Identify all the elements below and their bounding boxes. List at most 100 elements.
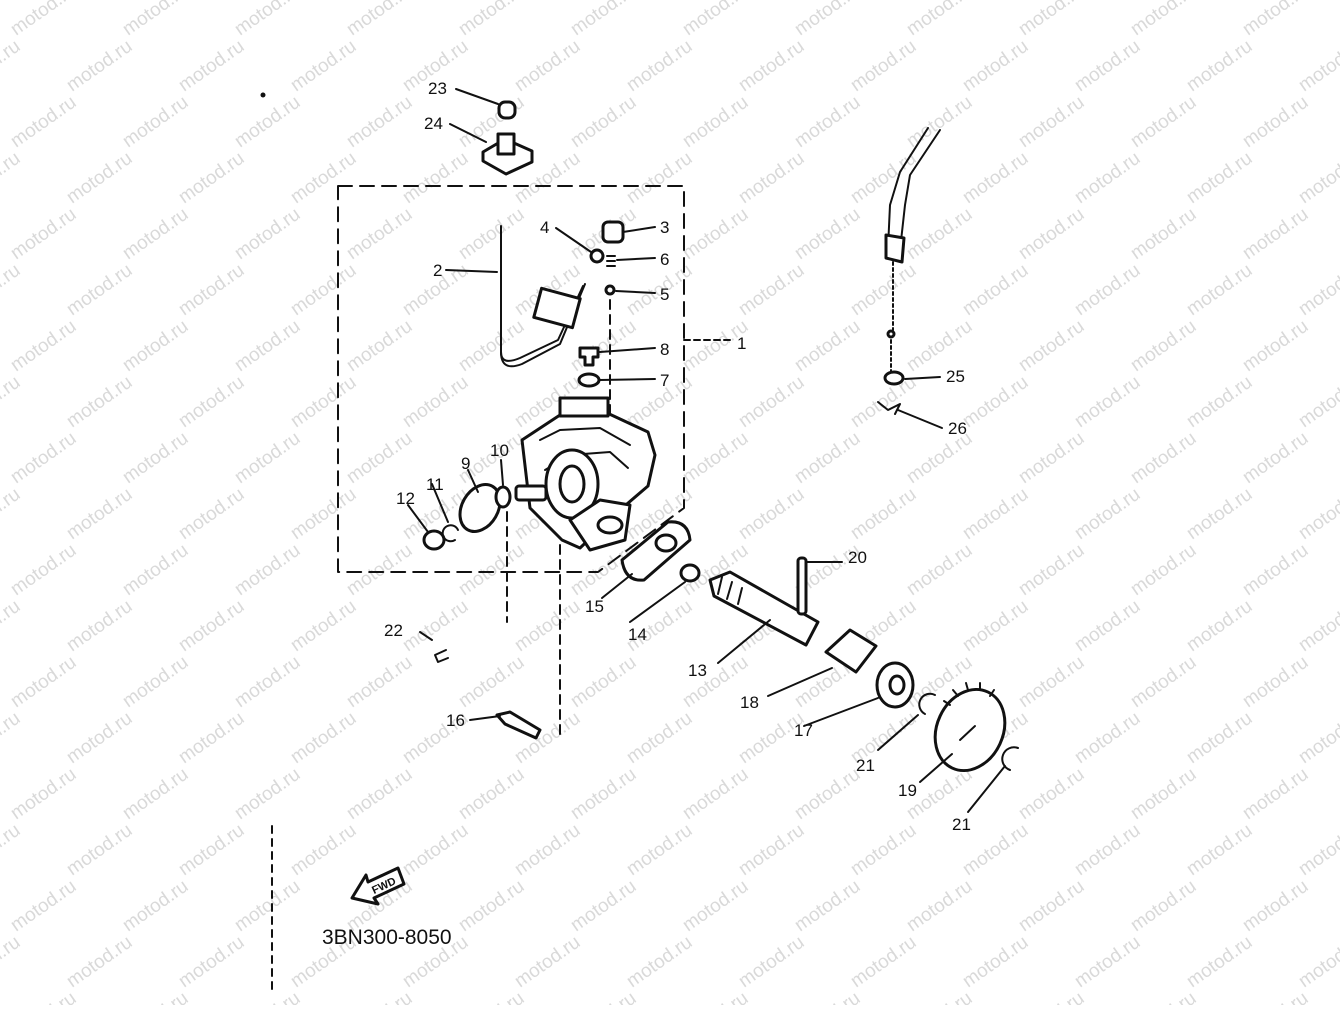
watermark-text: motod.ru: [119, 652, 192, 712]
watermark-text: motod.ru: [343, 540, 416, 600]
watermark-text: motod.ru: [1015, 92, 1088, 152]
watermark-text: motod.ru: [119, 540, 192, 600]
watermark-text: motod.ru: [343, 988, 416, 1005]
watermark-text: motod.ru: [791, 428, 864, 488]
watermark-text: motod.ru: [1127, 764, 1200, 824]
callout-label: 1: [737, 334, 746, 353]
watermark-text: motod.ru: [791, 764, 864, 824]
watermark-text: motod.ru: [231, 540, 304, 600]
watermark-text: motod.ru: [791, 0, 864, 40]
watermark-text: motod.ru: [959, 372, 1032, 432]
watermark-text: motod.ru: [1071, 820, 1144, 880]
watermark-text: motod.ru: [1183, 820, 1256, 880]
watermark-text: motod.ru: [1015, 540, 1088, 600]
watermark-text: motod.ru: [231, 0, 304, 40]
watermark-text: motod.ru: [63, 36, 136, 96]
watermark-text: motod.ru: [1127, 876, 1200, 936]
callout-label: 2: [433, 261, 442, 280]
watermark-text: motod.ru: [119, 876, 192, 936]
watermark-text: motod.ru: [231, 204, 304, 264]
watermark-text: motod.ru: [119, 316, 192, 376]
watermark-text: motod.ru: [567, 764, 640, 824]
watermark-text: motod.ru: [791, 988, 864, 1005]
callout-label: 16: [446, 711, 465, 730]
diagram-code: 3BN300-8050: [322, 926, 452, 949]
watermark-text: motod.ru: [7, 316, 80, 376]
watermark-text: motod.ru: [567, 0, 640, 40]
watermark-text: motod.ru: [175, 148, 248, 208]
watermark-text: motod.ru: [903, 540, 976, 600]
watermark-text: motod.ru: [791, 316, 864, 376]
watermark-text: motod.ru: [1127, 0, 1200, 40]
watermark-text: motod.ru: [623, 36, 696, 96]
watermark-text: motod.ru: [567, 652, 640, 712]
watermark-text: motod.ru: [63, 484, 136, 544]
watermark-text: motod.ru: [175, 484, 248, 544]
watermark-text: motod.ru: [959, 148, 1032, 208]
circlip-part-a: [918, 692, 936, 715]
watermark-text: motod.ru: [119, 988, 192, 1005]
gasket-part: [620, 520, 692, 582]
watermark-text: motod.ru: [623, 148, 696, 208]
watermark-text: motod.ru: [119, 428, 192, 488]
watermark-text: motod.ru: [455, 204, 528, 264]
callout-label: 11: [426, 475, 444, 494]
watermark-text: motod.ru: [959, 260, 1032, 320]
grommet-part: [481, 132, 534, 176]
watermark-text: motod.ru: [511, 932, 584, 992]
watermark-text: motod.ru: [511, 596, 584, 656]
watermark-text: motod.ru: [399, 148, 472, 208]
watermark-text: motod.ru: [735, 260, 808, 320]
watermark-text: motod.ru: [847, 36, 920, 96]
margin-dot: [260, 92, 266, 98]
watermark-text: motod.ru: [287, 820, 360, 880]
watermark-text: motod.ru: [175, 932, 248, 992]
watermark-text: motod.ru: [455, 652, 528, 712]
watermark-text: motod.ru: [63, 260, 136, 320]
callout-label: 18: [740, 693, 759, 712]
watermark-text: motod.ru: [1015, 988, 1088, 1005]
callout-labels: 1 2 3 4 5 6 7 8 9 10 11 12 13 14 15 16 1…: [384, 79, 971, 834]
watermark-text: motod.ru: [231, 988, 304, 1005]
watermark-text: motod.ru: [7, 540, 80, 600]
watermark-text: motod.ru: [959, 484, 1032, 544]
watermark-text: motod.ru: [623, 708, 696, 768]
watermark-text: motod.ru: [791, 92, 864, 152]
watermark-text: motod.ru: [679, 764, 752, 824]
leader-lines: [407, 88, 1006, 813]
watermark-text: motod.ru: [175, 820, 248, 880]
washer-part-14: [679, 563, 701, 583]
watermark-text: motod.ru: [0, 596, 24, 656]
watermark-text: motod.ru: [679, 428, 752, 488]
watermark-text: motod.ru: [1239, 316, 1312, 376]
watermark-text: motod.ru: [1239, 988, 1312, 1005]
watermark-text: motod.ru: [455, 540, 528, 600]
watermark-text: motod.ru: [7, 204, 80, 264]
watermark-text: motod.ru: [1183, 36, 1256, 96]
watermark-text: motod.ru: [1127, 316, 1200, 376]
watermark-text: motod.ru: [175, 260, 248, 320]
watermark-text: motod.ru: [1239, 540, 1312, 600]
watermark-text: motod.ru: [791, 876, 864, 936]
watermark-text: motod.ru: [343, 764, 416, 824]
watermark-text: motod.ru: [1295, 260, 1340, 320]
watermark-text: motod.ru: [343, 204, 416, 264]
watermark-text: motod.ru: [343, 652, 416, 712]
watermark-text: motod.ru: [679, 876, 752, 936]
watermark-text: motod.ru: [1295, 484, 1340, 544]
watermark-text: motod.ru: [63, 708, 136, 768]
watermark-text: motod.ru: [903, 204, 976, 264]
watermark-text: motod.ru: [287, 708, 360, 768]
callout-label: 7: [660, 371, 669, 390]
watermark-text: motod.ru: [1239, 204, 1312, 264]
callout-label: 10: [490, 441, 509, 460]
watermark-text: motod.ru: [735, 484, 808, 544]
bolt-part-16: [495, 710, 542, 740]
watermark-text: motod.ru: [1127, 92, 1200, 152]
callout-label: 6: [660, 250, 669, 269]
watermark-text: motod.ru: [287, 372, 360, 432]
callout-label: 25: [946, 367, 965, 386]
watermark-text: motod.ru: [1127, 540, 1200, 600]
watermark-text: motod.ru: [0, 820, 24, 880]
